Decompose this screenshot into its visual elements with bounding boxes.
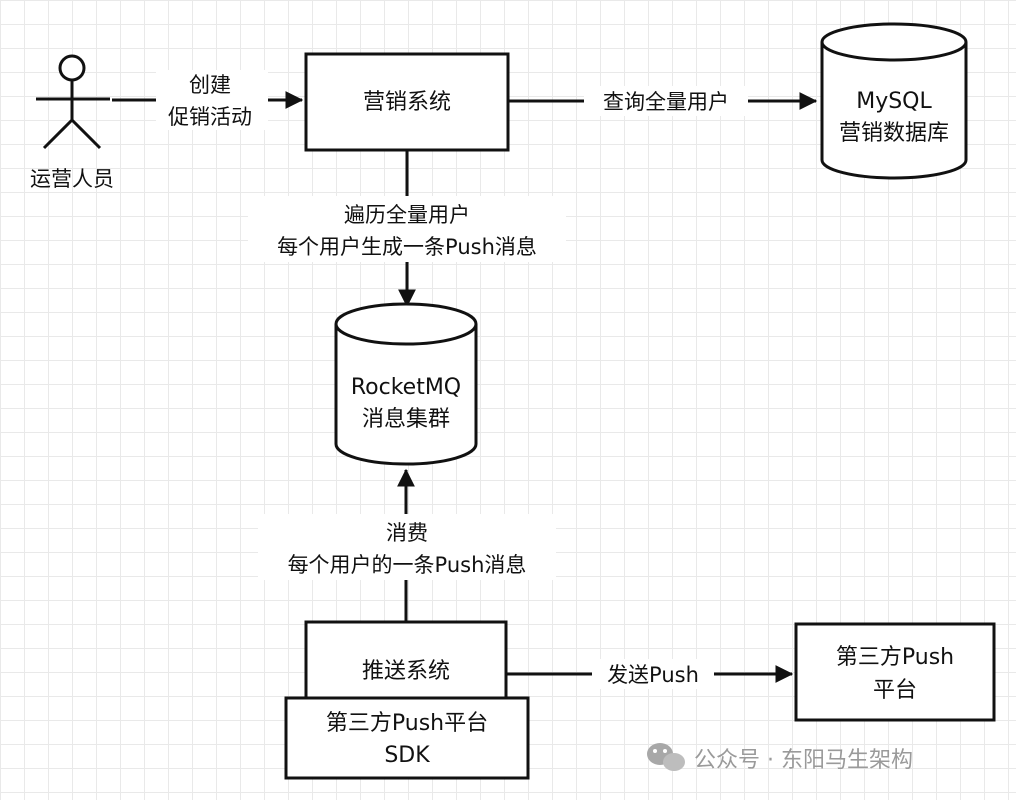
queue-cluster-icon [334,302,478,466]
edge-label-query: 查询全量用户 [603,90,729,114]
node-third-party-push-platform: 第三方Push 平台 [794,622,996,722]
rocketmq-label-line2: 消息集群 [362,407,450,432]
third-party-label-line1: 第三方Push [836,645,954,670]
marketing-system-label: 营销系统 [363,90,451,115]
mysql-label-line2: 营销数据库 [839,121,949,146]
edge-create-promotion: 创建 促销活动 [112,70,304,130]
edge-label-send: 发送Push [607,663,699,687]
watermark: 公众号 · 东阳马生架构 [647,743,913,773]
database-icon [820,22,968,180]
operator-actor: 运营人员 [30,54,114,191]
edge-label-traverse-line2: 每个用户生成一条Push消息 [277,235,537,259]
push-system-label: 推送系统 [362,659,450,684]
edge-consume-messages: 消费 每个用户的一条Push消息 [258,468,556,622]
mysql-label-line1: MySQL [856,89,932,114]
edge-label-consume-line1: 消费 [386,521,428,545]
actor-label: 运营人员 [30,167,114,191]
push-sdk-label-line2: SDK [384,743,430,768]
edge-send-push: 发送Push [506,659,794,689]
node-mysql-database: MySQL 营销数据库 [820,22,968,180]
rocketmq-label-line1: RocketMQ [351,375,461,400]
edge-query-users: 查询全量用户 [508,86,818,116]
push-sdk-label-line1: 第三方Push平台 [326,711,488,736]
edge-label-consume-line2: 每个用户的一条Push消息 [288,553,527,577]
third-party-label-line2: 平台 [873,678,917,703]
edge-label-create-line2: 促销活动 [168,105,252,129]
person-icon [36,54,110,150]
node-rocketmq-cluster: RocketMQ 消息集群 [334,302,478,466]
edge-label-create-line1: 创建 [189,73,231,97]
watermark-text: 公众号 · 东阳马生架构 [694,748,913,773]
node-push-sdk: 第三方Push平台 SDK [284,696,530,780]
edge-label-traverse-line1: 遍历全量用户 [344,203,470,227]
node-marketing-system: 营销系统 [304,52,510,152]
edge-traverse-users: 遍历全量用户 每个用户生成一条Push消息 [248,150,566,308]
wechat-icon [647,743,685,771]
